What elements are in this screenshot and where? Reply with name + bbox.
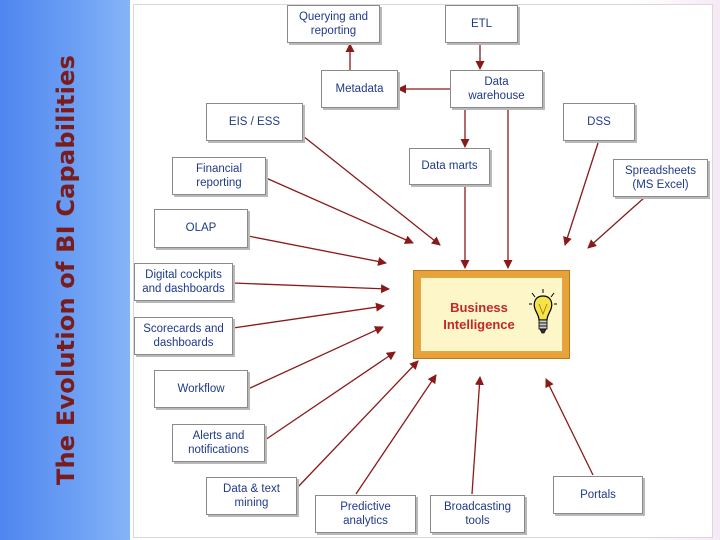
box-predictive-analytics: Predictive analytics <box>315 495 416 533</box>
lightbulb-icon <box>529 289 557 334</box>
box-spreadsheets: Spreadsheets (MS Excel) <box>613 159 708 197</box>
box-data-warehouse: Data warehouse <box>450 70 543 108</box>
arrow-spreadsheets-to-bi <box>587 196 646 249</box>
box-portals: Portals <box>553 476 643 514</box>
box-data-text-mining: Data & text mining <box>206 477 297 515</box>
arrow-alerts-to-bi <box>264 351 396 441</box>
box-workflow: Workflow <box>154 370 248 408</box>
arrow-olap-to-bi <box>247 235 387 266</box>
box-scorecards: Scorecards and dashboards <box>134 317 233 355</box>
arrow-predictive-to-bi <box>355 374 437 495</box>
arrow-eis-to-bi <box>302 135 441 246</box>
arrow-broadcasting-to-bi <box>471 376 484 495</box>
business-intelligence-label: Business Intelligence <box>443 300 515 332</box>
arrow-mining-to-bi <box>296 360 419 489</box>
box-data-marts: Data marts <box>409 148 490 185</box>
box-olap: OLAP <box>154 209 248 248</box>
box-eis-ess: EIS / ESS <box>206 103 303 141</box>
box-etl: ETL <box>445 5 518 43</box>
box-dss: DSS <box>563 103 635 141</box>
arrow-dss-to-bi <box>563 142 599 246</box>
arrow-scorecards-to-bi <box>232 302 385 329</box>
box-querying-reporting: Querying and reporting <box>287 5 380 43</box>
business-intelligence-box: Business Intelligence <box>413 270 570 359</box>
box-metadata: Metadata <box>321 70 398 108</box>
business-intelligence-panel: Business Intelligence <box>420 277 563 352</box>
box-alerts: Alerts and notifications <box>172 424 265 462</box>
arrow-cockpits-to-bi <box>232 282 390 294</box>
box-broadcasting-tools: Broadcasting tools <box>430 495 525 533</box>
arrow-financial-to-bi <box>265 177 414 244</box>
box-financial-reporting: Financial reporting <box>172 157 266 195</box>
arrow-workflow-to-bi <box>247 326 384 390</box>
side-band <box>0 0 130 540</box>
arrow-portals-to-bi <box>545 378 594 476</box>
box-digital-cockpits: Digital cockpits and dashboards <box>134 263 233 301</box>
